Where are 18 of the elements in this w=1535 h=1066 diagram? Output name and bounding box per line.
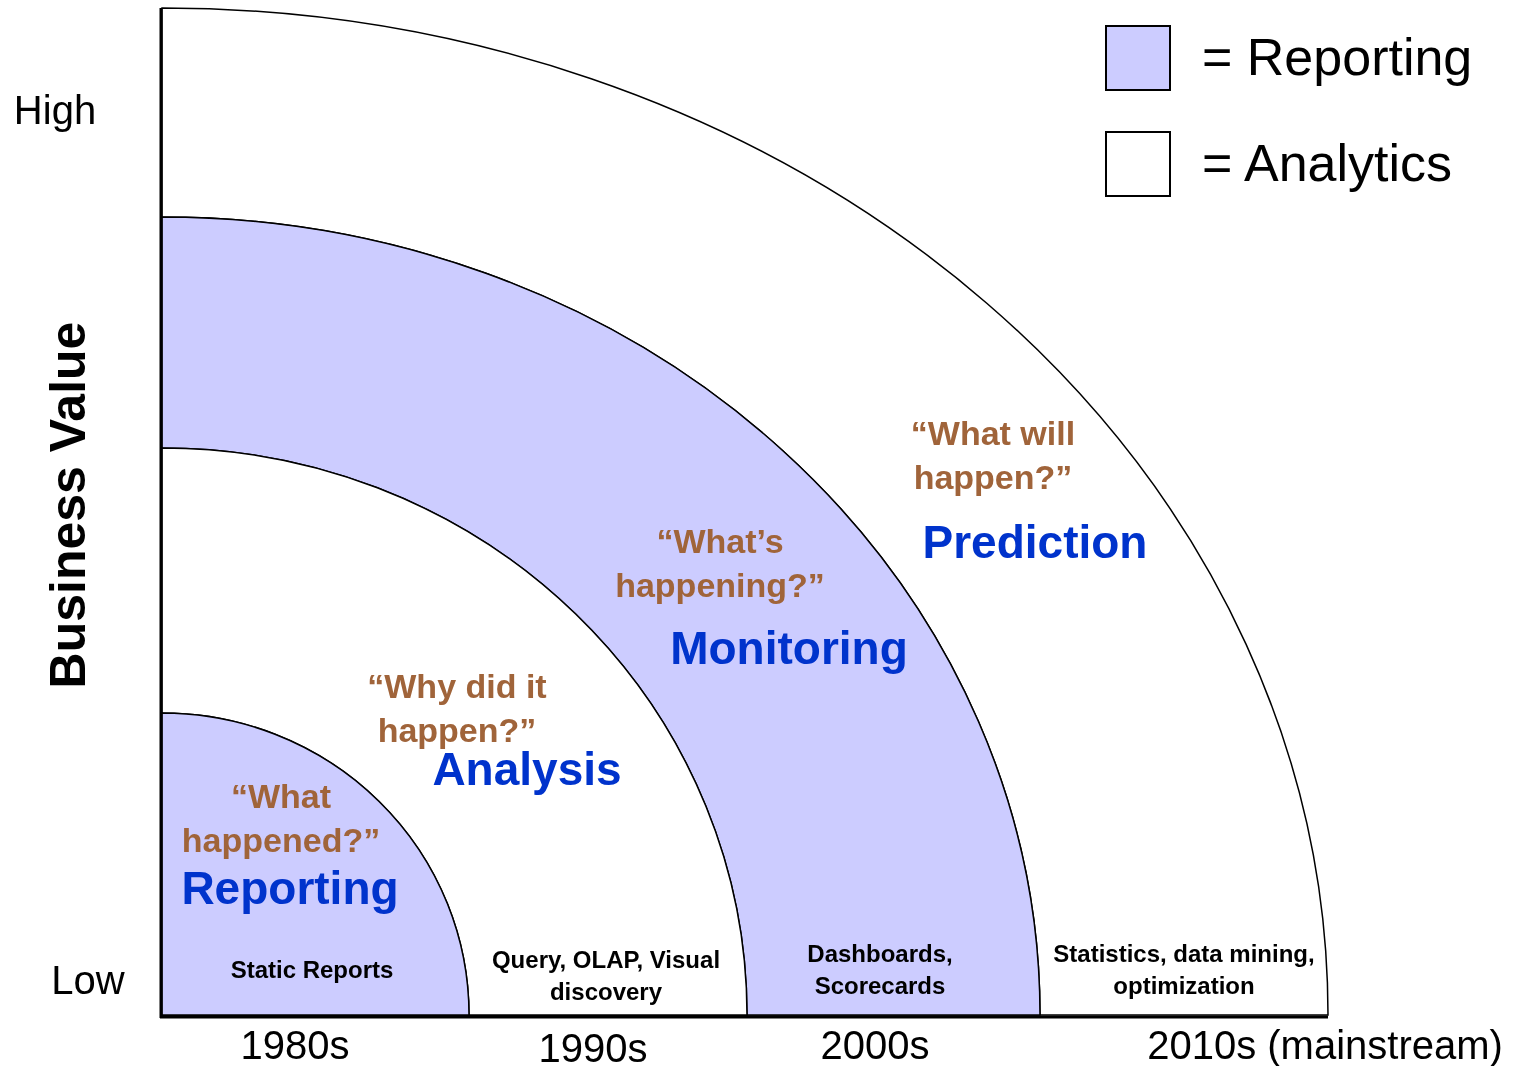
tools-text: Statistics, data mining, optimization xyxy=(1052,939,1316,1001)
quote-question: “What’s happening?” xyxy=(614,521,826,606)
legend-text: = Reporting xyxy=(1202,27,1473,87)
axis-title: Business Value xyxy=(39,321,97,689)
quote-question: “What will happen?” xyxy=(909,413,1077,498)
legend-text: = Analytics xyxy=(1202,133,1453,193)
axis-tick-label: Low xyxy=(51,957,125,1003)
stage-title: Prediction xyxy=(922,515,1148,569)
quote-question: “What happened?” xyxy=(180,776,382,861)
stage-title: Reporting xyxy=(181,861,399,915)
tools-text: Static Reports xyxy=(229,955,395,985)
decade-label: 1980s xyxy=(240,1022,350,1066)
decade-label: 1990s xyxy=(538,1025,648,1066)
tools-text: Query, OLAP, Visual discovery xyxy=(490,945,722,1007)
axis-tick-label: High xyxy=(13,87,97,133)
stage-title: Monitoring xyxy=(670,621,908,675)
decade-label: 2000s xyxy=(820,1022,930,1066)
tools-text: Dashboards, Scorecards xyxy=(806,939,954,1001)
